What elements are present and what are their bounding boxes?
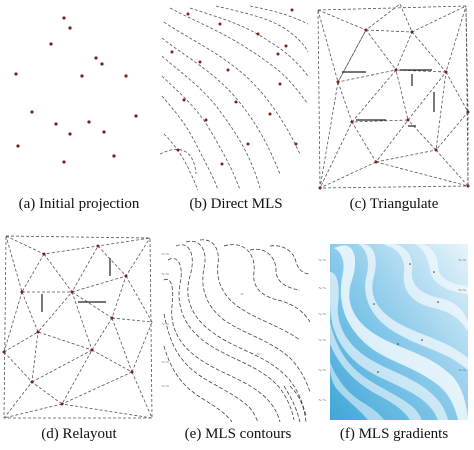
- caption-initial-projection: (a) Initial projection: [18, 196, 140, 212]
- panel-triangulate: [316, 2, 470, 192]
- relayout-points: [2, 244, 134, 406]
- mls-points: [170, 8, 298, 166]
- svg-text:~: ~: [256, 352, 260, 358]
- gradient-field: [330, 243, 468, 420]
- svg-text:~~: ~~: [161, 322, 169, 328]
- caption-direct-mls: (b) Direct MLS: [189, 196, 283, 212]
- svg-text:~~: ~~: [458, 288, 466, 294]
- svg-text:~: ~: [240, 292, 244, 298]
- direct-mls-plot: [160, 5, 309, 191]
- relayout-edges: [3, 235, 153, 419]
- svg-text:~~: ~~: [318, 338, 326, 344]
- svg-text:~~: ~~: [318, 368, 326, 374]
- svg-text:~~: ~~: [458, 258, 466, 264]
- triangulation-markers: [342, 69, 435, 127]
- panel-mls-contours: ~~ ~~ ~~ ~~ ~~ ~ ~: [160, 236, 312, 422]
- gradient-tick-labels: ~~ ~~ ~~ ~~ ~~ ~~ ~~ ~~ ~~: [318, 258, 466, 404]
- panel-mls-gradients: ~~ ~~ ~~ ~~ ~~ ~~ ~~ ~~ ~~: [318, 232, 470, 422]
- svg-text:~~: ~~: [458, 368, 466, 374]
- svg-text:~~: ~~: [161, 252, 169, 258]
- triangulation-plot: [317, 3, 470, 190]
- mls-contours-plot: ~~ ~~ ~~ ~~ ~~ ~ ~: [161, 239, 311, 422]
- triangulation-edges: [317, 3, 469, 189]
- triangulation-points: [318, 28, 470, 190]
- caption-mls-gradients: (f) MLS gradients: [339, 426, 449, 442]
- caption-mls-contours: (e) MLS contours: [184, 426, 292, 442]
- mls-isolines: [160, 5, 309, 191]
- gradient-points: [373, 263, 439, 373]
- mls-gradients-plot: ~~ ~~ ~~ ~~ ~~ ~~ ~~ ~~ ~~: [318, 243, 468, 420]
- relayout-markers: [41, 258, 111, 312]
- panel-initial-projection: [4, 4, 152, 192]
- svg-text:~~: ~~: [318, 312, 326, 318]
- panel-direct-mls: [160, 4, 310, 192]
- svg-text:~~: ~~: [318, 258, 326, 264]
- projection-points: [14, 16, 138, 164]
- svg-text:~~: ~~: [161, 360, 169, 366]
- relayout-plot: [2, 235, 153, 419]
- initial-projection-plot: [14, 16, 138, 164]
- caption-triangulate: (c) Triangulate: [349, 196, 439, 212]
- panel-relayout: [2, 232, 154, 422]
- contour-tick-labels: ~~ ~~ ~~ ~~ ~~ ~ ~: [161, 252, 260, 390]
- svg-text:~~: ~~: [161, 272, 169, 278]
- svg-text:~~: ~~: [318, 286, 326, 292]
- svg-text:~~: ~~: [318, 398, 326, 404]
- caption-relayout: (d) Relayout: [41, 426, 117, 442]
- contour-lines: [163, 239, 311, 422]
- svg-text:~~: ~~: [161, 384, 169, 390]
